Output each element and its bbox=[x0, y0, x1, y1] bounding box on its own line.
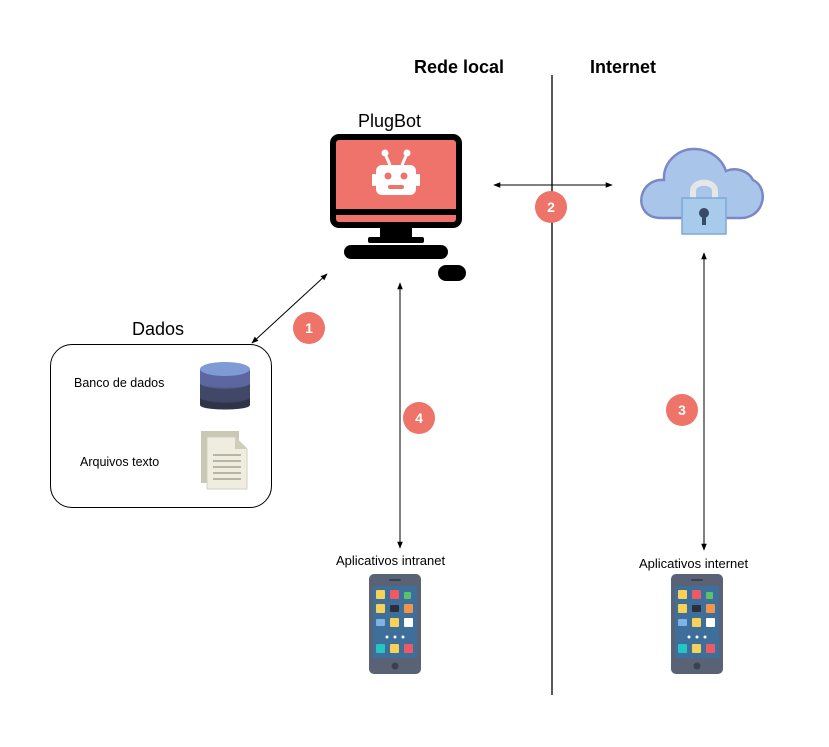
step-badge-4: 4 bbox=[403, 402, 435, 434]
cloud-lock-icon bbox=[640, 147, 764, 235]
smartphone-icon bbox=[671, 574, 723, 674]
smartphone-icon bbox=[369, 574, 421, 674]
database-icon bbox=[200, 362, 250, 410]
step-badge-2: 2 bbox=[535, 191, 567, 223]
dados-container bbox=[50, 344, 272, 508]
arquivos-label: Arquivos texto bbox=[80, 455, 160, 469]
intranet-apps-label: Aplicativos intranet bbox=[336, 553, 446, 568]
step-badge-1: 1 bbox=[293, 312, 325, 344]
zone-label-internet: Internet bbox=[590, 57, 657, 77]
banco-label: Banco de dados bbox=[74, 376, 165, 390]
arrow-dados-plugbot bbox=[251, 273, 328, 344]
internet-apps-label: Aplicativos internet bbox=[639, 556, 749, 571]
monitor-robot-icon bbox=[330, 134, 466, 281]
step-badge-3: 3 bbox=[666, 394, 698, 426]
document-icon bbox=[201, 431, 248, 490]
plugbot-label: PlugBot bbox=[358, 111, 422, 131]
dados-label: Dados bbox=[132, 319, 185, 339]
zone-label-local: Rede local bbox=[414, 57, 505, 77]
